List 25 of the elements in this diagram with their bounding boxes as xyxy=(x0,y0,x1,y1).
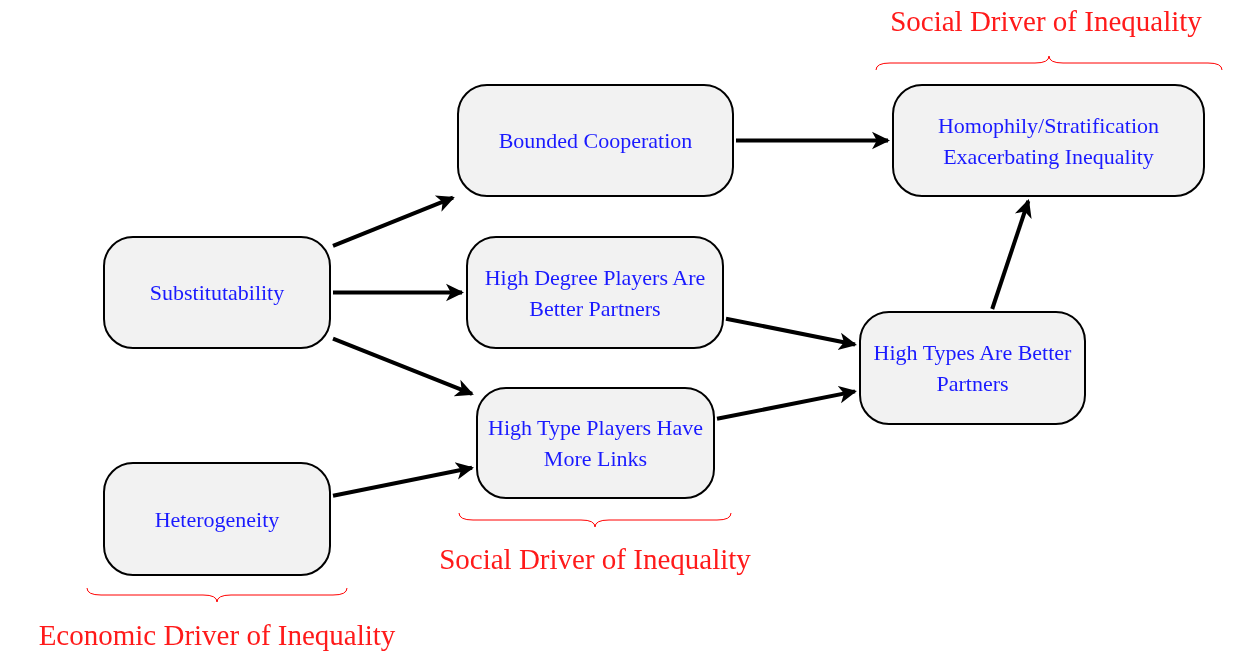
arrow xyxy=(990,199,1032,310)
node-label: High Types Are Better Partners xyxy=(872,339,1073,398)
arrow xyxy=(332,336,474,397)
node-label: Heterogeneity xyxy=(154,505,280,534)
rounded-box xyxy=(103,462,331,576)
rounded-box xyxy=(466,236,724,349)
annotation-label: Social Driver of Inequality xyxy=(438,542,752,577)
arrow xyxy=(333,283,464,302)
arrow xyxy=(332,462,474,498)
rounded-box xyxy=(103,236,331,349)
rounded-box xyxy=(476,387,715,499)
arrow xyxy=(716,385,857,421)
annotation-label: Social Driver of Inequality xyxy=(889,4,1203,39)
rounded-box xyxy=(457,84,734,197)
node-label: Substitutability xyxy=(149,279,285,307)
arrow xyxy=(332,195,455,248)
rounded-box xyxy=(892,84,1205,197)
node-label: Bounded Cooperation xyxy=(498,127,693,155)
arrow xyxy=(725,316,857,350)
node-label: High Degree Players Are Better Partners xyxy=(483,263,707,323)
arrow xyxy=(736,131,890,150)
node-label: High Type Players Have More Links xyxy=(487,414,704,473)
rounded-box xyxy=(859,311,1086,425)
annotation-label: Economic Driver of Inequality xyxy=(37,618,397,652)
node-label: Homophily/Stratification Exacerbating Inequality xyxy=(936,111,1161,171)
